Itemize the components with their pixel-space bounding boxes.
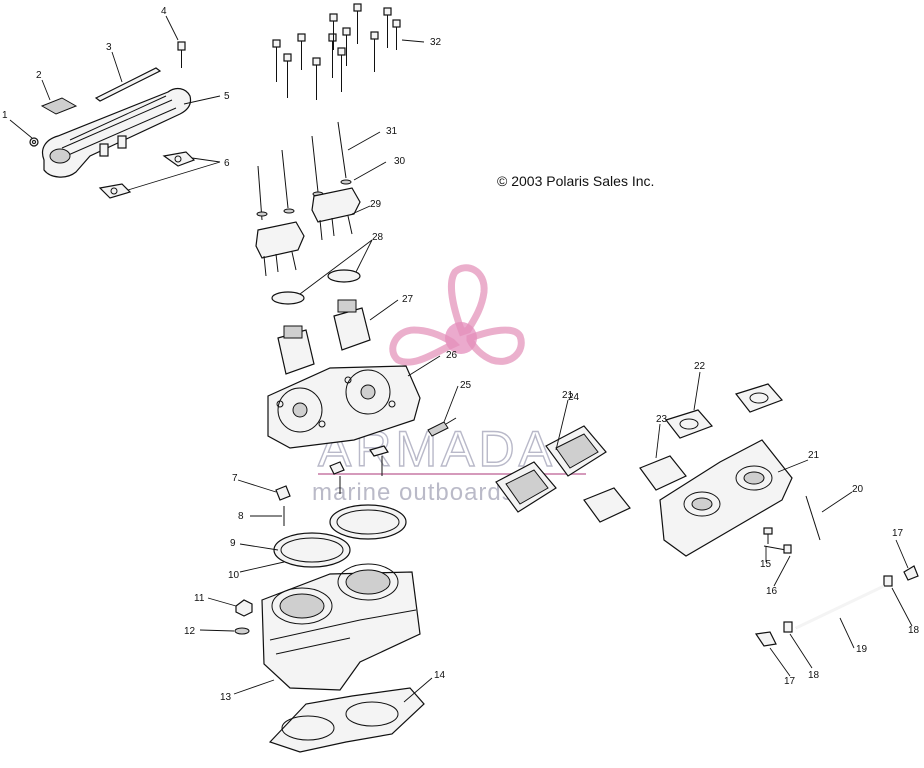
callout-20: 20 — [852, 484, 864, 495]
callout-30: 30 — [394, 156, 406, 167]
callout-10: 10 — [228, 570, 240, 581]
part-9-10-gaskets — [273, 504, 407, 568]
part-6-flanges — [98, 151, 196, 199]
part-4-bolt — [177, 41, 186, 68]
callout-29: 29 — [370, 199, 382, 210]
callout-14: 14 — [434, 670, 446, 681]
propeller-logo-icon — [389, 264, 525, 366]
callout-6: 6 — [224, 158, 230, 169]
part-16-bolt — [763, 544, 792, 554]
callout-19: 19 — [856, 644, 868, 655]
part-31-studs — [257, 121, 347, 221]
part-14-base-gasket — [268, 687, 425, 753]
callout-22: 22 — [694, 361, 706, 372]
callout-16: 16 — [766, 586, 778, 597]
part-18-clamp-b — [783, 621, 793, 633]
callout-4: 4 — [161, 6, 167, 17]
callout-12: 12 — [184, 626, 196, 637]
callout-25: 25 — [460, 380, 472, 391]
callout-21a: 21 — [562, 390, 574, 401]
callout-31: 31 — [386, 126, 398, 137]
callout-24: 24 — [568, 392, 580, 403]
callout-17b: 17 — [784, 676, 796, 687]
part-24-reed-valves — [495, 425, 607, 513]
callout-1: 1 — [2, 110, 8, 121]
part-30-washers — [256, 179, 352, 217]
part-26-cylinder-head — [267, 365, 421, 449]
callout-28: 28 — [372, 232, 384, 243]
part-22-gaskets — [664, 383, 784, 439]
part-20-rod — [805, 495, 821, 541]
small-hardware — [329, 445, 389, 494]
callout-32: 32 — [430, 37, 442, 48]
part-28-orings — [271, 269, 361, 305]
callout-8: 8 — [238, 511, 244, 522]
part-3-rod — [94, 67, 162, 102]
part-32-bolts — [272, 3, 401, 100]
part-13-cylinder-block — [261, 563, 421, 691]
callout-26: 26 — [446, 350, 458, 361]
callout-18b: 18 — [808, 670, 820, 681]
callout-2: 2 — [36, 70, 42, 81]
part-17-fitting-a — [903, 565, 919, 581]
callout-5: 5 — [224, 91, 230, 102]
watermark-subtitle: marine outboards — [312, 479, 515, 506]
callout-18a: 18 — [908, 625, 920, 636]
callout-9: 9 — [230, 538, 236, 549]
callout-11: 11 — [194, 593, 205, 604]
callout-15: 15 — [760, 559, 772, 570]
callout-23: 23 — [656, 414, 668, 425]
part-1-nut — [29, 137, 39, 147]
callout-27: 27 — [402, 294, 414, 305]
part-7-bracket — [275, 485, 291, 501]
part-12-washer — [234, 627, 250, 635]
part-25-spark-plug — [427, 417, 457, 437]
callout-13: 13 — [220, 692, 232, 703]
callout-17a: 17 — [892, 528, 904, 539]
part-15-bolt — [763, 527, 773, 544]
part-17-fitting-b — [754, 631, 777, 647]
part-27-actuators — [277, 299, 371, 375]
callout-7: 7 — [232, 473, 238, 484]
callout-21b: 21 — [808, 450, 820, 461]
leader-lines — [9, 15, 913, 703]
part-2-gasket — [40, 97, 78, 115]
part-21-intake-manifold — [659, 439, 793, 557]
part-11-nut — [235, 599, 253, 617]
part-18-clamp-a — [883, 575, 893, 587]
callout-3: 3 — [106, 42, 112, 53]
copyright-text: © 2003 Polaris Sales Inc. — [497, 173, 654, 189]
part-29-valve-housings — [255, 187, 361, 277]
part-23-blocks — [583, 455, 687, 523]
part-19-hose — [795, 584, 885, 630]
callout-labels: 1 2 3 4 5 6 7 8 9 10 11 12 13 14 15 16 1… — [2, 6, 920, 703]
part-5-manifold-rail — [41, 87, 192, 178]
